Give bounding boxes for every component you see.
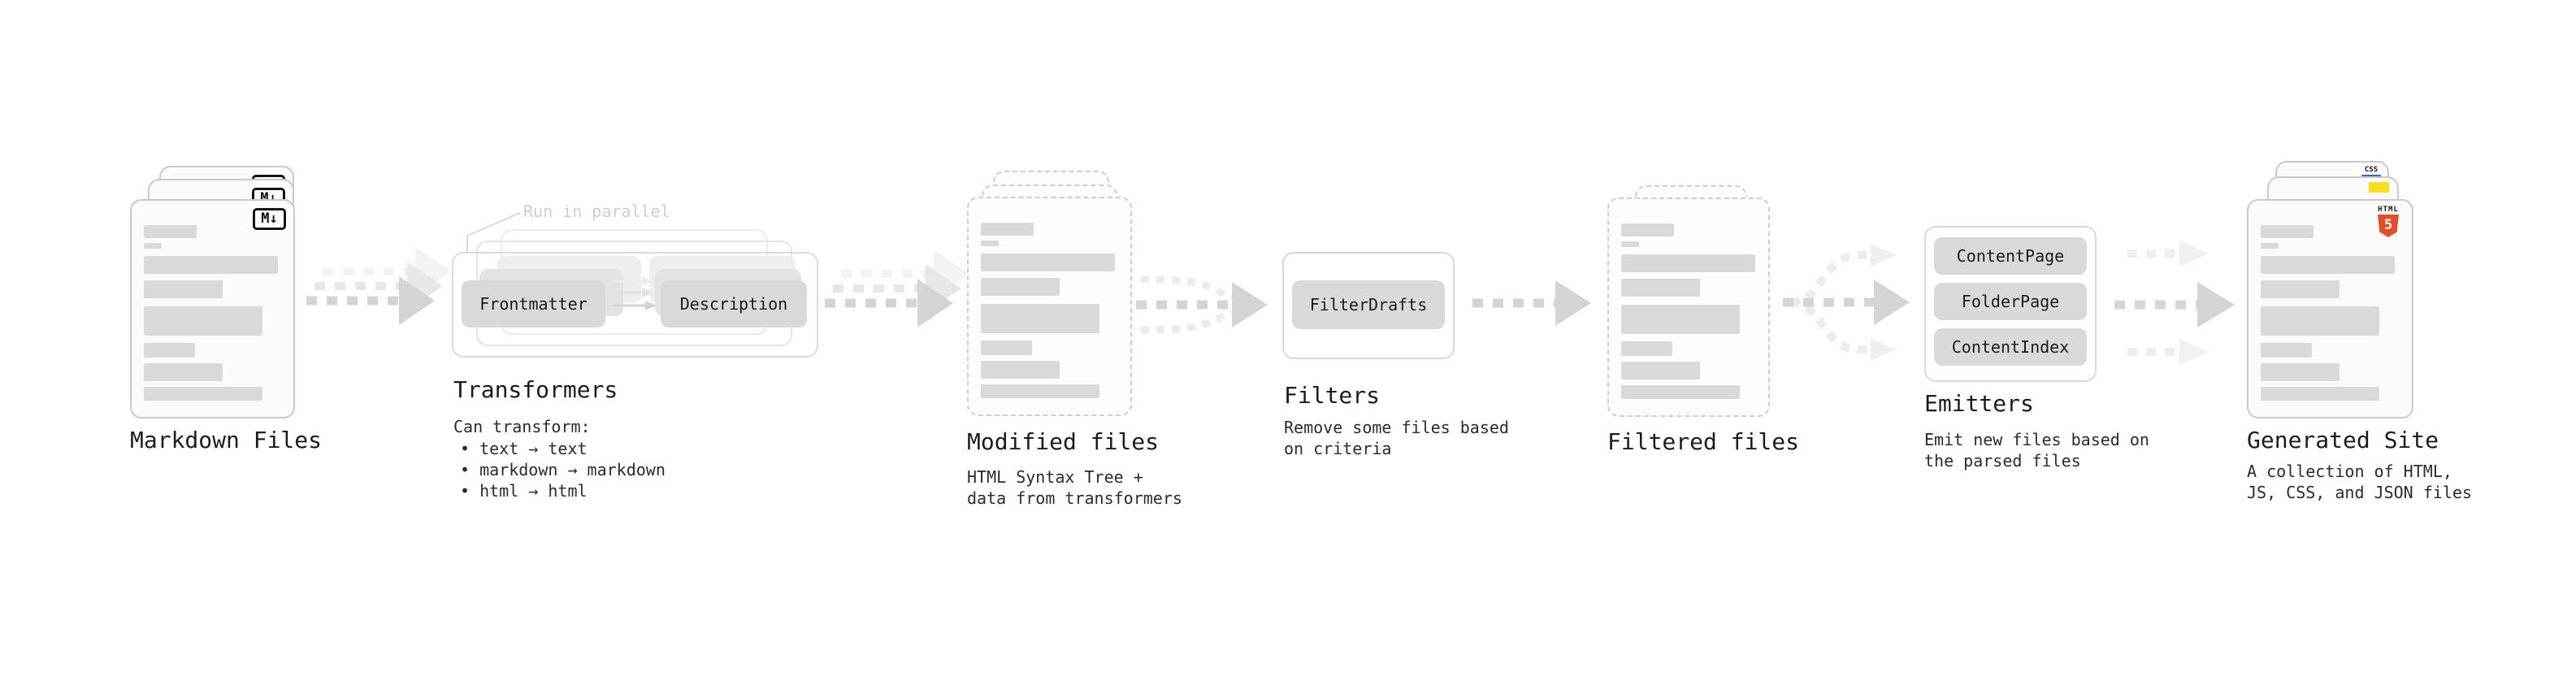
transformers-label: Transformers [453,376,618,403]
filters-label: Filters [1284,382,1381,409]
html5-icon-label: HTML [2378,206,2399,214]
modified-files-label: Modified files [967,428,1160,455]
modified-files-desc-line1: HTML Syntax Tree + [967,467,1143,487]
generated-site-desc-line1: A collection of HTML, [2247,462,2452,481]
markdown-doc-front: M↓ [130,199,295,419]
frontmatter-box: Frontmatter [462,280,605,327]
html5-icon: HTML 5 [2374,206,2402,237]
description-box: Description [661,280,807,327]
markdown-files-label: Markdown Files [130,427,323,453]
node-filters: FilterDrafts Filters Remove some files b… [1282,252,1509,479]
emitters-desc-line1: Emit new files based on [1924,430,2149,449]
emitters-desc-line2: the parsed files [1924,451,2081,471]
generated-site-desc: A collection of HTML, JS, CSS, and JSON … [2247,461,2472,503]
document-placeholder-lines [2261,225,2402,401]
frontmatter-to-description-arrows [613,276,657,310]
filters-desc: Remove some files based on criteria [1284,417,1509,459]
modified-doc-front [967,197,1132,416]
arrow-filtered-to-emitters [1783,244,1910,361]
document-placeholder-lines [1621,223,1759,399]
arrow-emitters-to-site [2114,241,2235,365]
bullet-markdown-to-markdown: • markdown → markdown [460,460,666,479]
js-icon [2369,182,2389,193]
node-generated-site: CSS HTML 5 Generated Site A collection o… [2247,158,2491,508]
bullet-text-to-text: • text → text [460,439,588,458]
arrow-markdown-to-transformers [306,247,451,325]
node-transformers: Run in parallel Frontmatter Description … [452,195,834,520]
filtered-doc-front [1607,197,1770,417]
filterdrafts-box: FilterDrafts [1292,280,1445,329]
markdown-icon: M↓ [253,208,286,230]
contentindex-box: ContentIndex [1934,328,2087,366]
transformers-bullets: • text → text • markdown → markdown • ht… [460,438,666,501]
arrow-filters-to-filtered [1472,280,1591,326]
annotation-leader-line [466,212,521,252]
emitters-desc: Emit new files based on the parsed files [1924,429,2149,471]
transformer-container-front [452,252,818,358]
arrow-transformers-to-modified [825,249,969,327]
modified-files-desc: HTML Syntax Tree + data from transformer… [967,466,1182,509]
css-icon-label: CSS [2364,166,2379,174]
document-placeholder-lines [144,225,284,401]
run-in-parallel-annotation: Run in parallel [523,202,670,221]
generated-site-desc-line2: JS, CSS, and JSON files [2247,483,2472,502]
filters-desc-line1: Remove some files based [1284,418,1509,437]
generated-site-label: Generated Site [2247,427,2439,453]
arrow-modified-to-filters [1136,275,1268,334]
folderpage-box: FolderPage [1934,283,2087,320]
site-doc-html: HTML 5 [2247,199,2413,419]
node-filtered-files: Filtered files [1605,185,1816,510]
document-placeholder-lines [981,223,1121,398]
bullet-html-to-html: • html → html [460,481,588,501]
node-modified-files: Modified files HTML Syntax Tree + data f… [965,169,1193,510]
transformers-desc-title: Can transform: [453,417,591,436]
modified-files-desc-line2: data from transformers [967,488,1182,508]
emitters-label: Emitters [1924,390,2034,417]
filters-desc-line2: on criteria [1284,439,1392,458]
filtered-files-label: Filtered files [1607,428,1800,455]
node-emitters: ContentPage FolderPage ContentIndex Emit… [1924,226,2149,486]
node-markdown-files: M↓ M↓ M↓ Markdown Files [130,158,341,500]
contentpage-box: ContentPage [1934,237,2087,275]
